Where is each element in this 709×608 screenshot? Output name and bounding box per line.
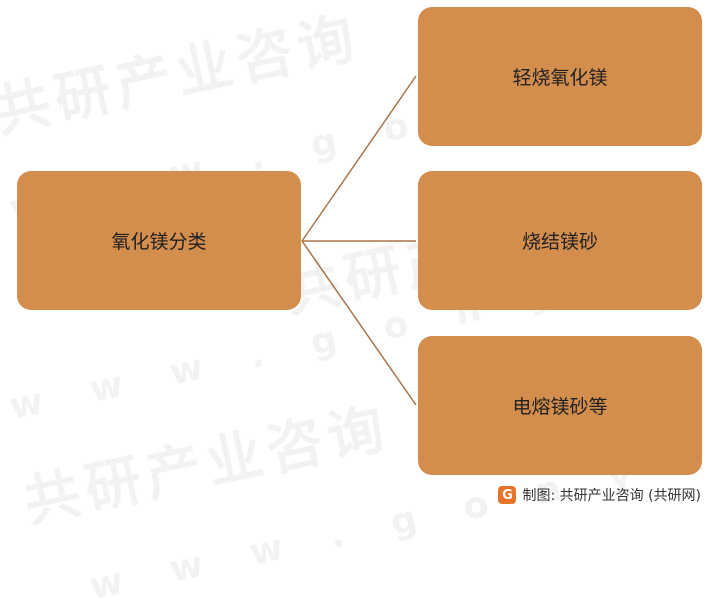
connector-lines [301,75,417,406]
root-node-label: 氧化镁分类 [111,231,207,253]
connector-to-child-3 [301,240,417,406]
child-node-1-label: 轻烧氧化镁 [512,67,608,89]
brand-logo-icon: G [498,486,517,504]
root-node: 氧化镁分类 [17,171,301,310]
source-credit-text: 制图: 共研产业咨询 (共研网) [522,488,701,504]
child-node-2-label: 烧结镁砂 [521,231,598,253]
child-node-3: 电熔镁砂等 [418,336,702,475]
source-credit: G 制图: 共研产业咨询 (共研网) [498,485,701,505]
child-node-2: 烧结镁砂 [418,171,702,310]
child-node-3-label: 电熔镁砂等 [512,396,608,418]
child-node-1: 轻烧氧化镁 [418,7,702,146]
connector-to-child-1 [301,75,417,242]
